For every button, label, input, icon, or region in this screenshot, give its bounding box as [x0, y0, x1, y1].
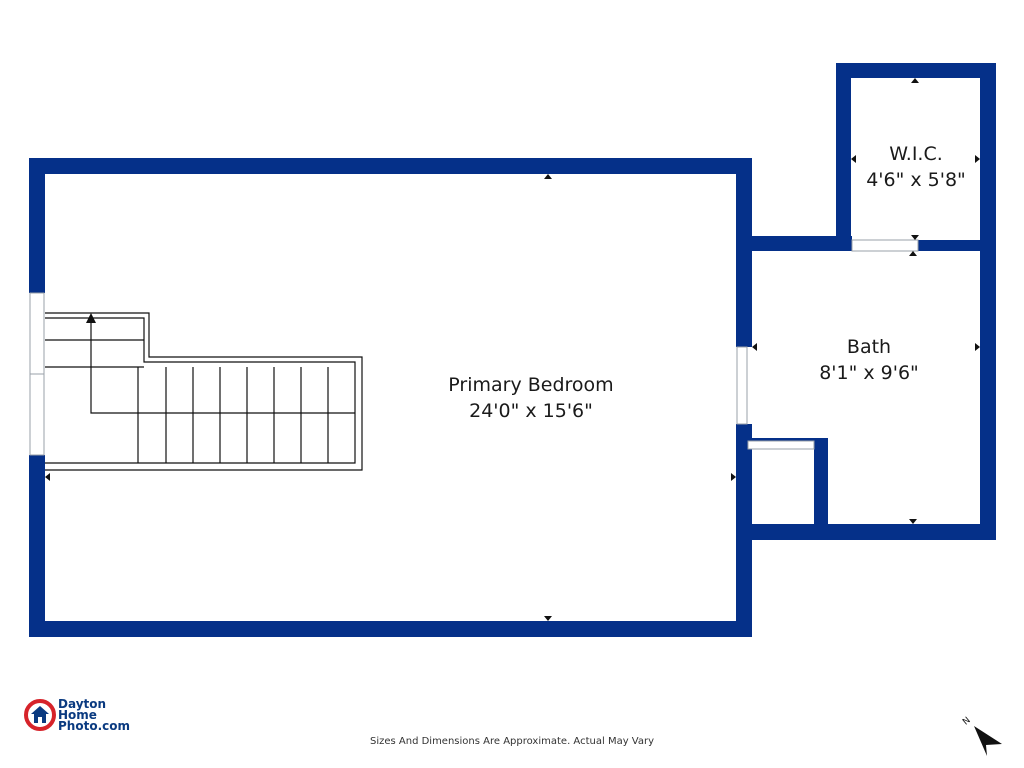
logo-line-1: Dayton	[58, 697, 107, 711]
logo-line-3: Photo.com	[58, 719, 130, 733]
primary-bedroom-label: Primary Bedroom 24'0" x 15'6"	[411, 372, 651, 424]
room-name: Primary Bedroom	[448, 374, 614, 396]
bath-doorway	[736, 346, 748, 425]
room-dimensions: 8'1" x 9'6"	[819, 362, 919, 384]
compass-label: N	[961, 716, 973, 728]
stair-direction-arrow	[86, 313, 96, 323]
room-name: Bath	[846, 336, 892, 358]
logo-text: Dayton Home Photo.com	[58, 697, 130, 733]
logo-line-2: Home	[58, 708, 97, 722]
house-logo-icon	[24, 699, 56, 731]
disclaimer-text: Sizes And Dimensions Are Approximate. Ac…	[369, 736, 655, 747]
dimension-markers	[45, 78, 980, 621]
room-dimensions: 24'0" x 15'6"	[469, 400, 593, 422]
wic-doorway	[851, 239, 919, 252]
room-name: W.I.C.	[889, 143, 943, 165]
north-arrow-icon: N	[961, 716, 1002, 756]
primary-bedroom-walls	[29, 158, 752, 637]
staircase	[45, 312, 363, 471]
room-dimensions: 4'6" x 5'8"	[866, 169, 966, 191]
closet-doorway	[747, 440, 815, 450]
wic-walls	[836, 63, 996, 251]
bath-walls	[736, 236, 996, 540]
wic-label: W.I.C. 4'6" x 5'8"	[856, 141, 976, 193]
bath-label: Bath 8'1" x 9'6"	[809, 334, 929, 386]
